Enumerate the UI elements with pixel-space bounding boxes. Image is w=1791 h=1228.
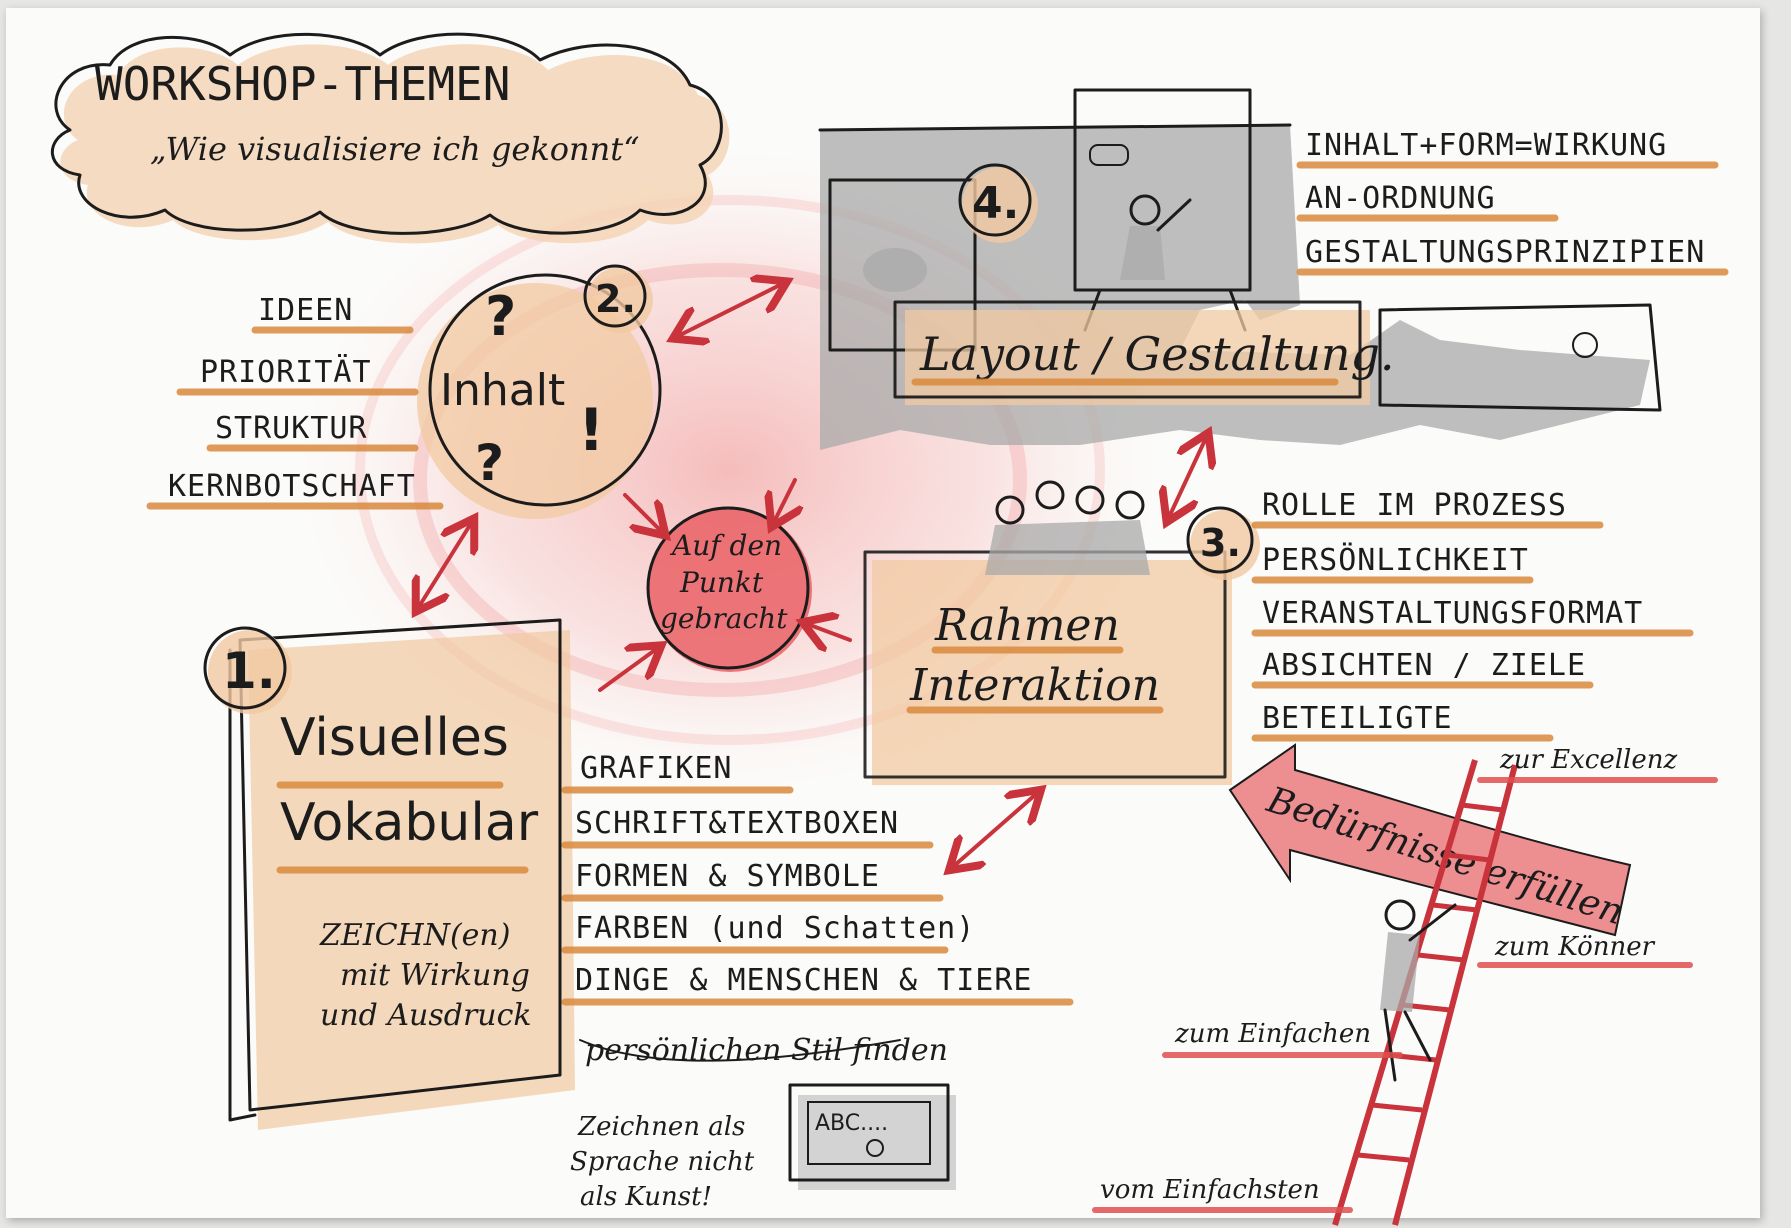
topic1-item-formen: FORMEN & SYMBOLE (575, 859, 880, 894)
topic3-item-beteiligte: BETEILIGTE (1262, 701, 1453, 736)
topic1-number: 1. (222, 642, 276, 700)
topic3-title-line2: Interaktion (909, 660, 1160, 711)
topic4-item-gestaltungsprinzipien: GESTALTUNGSPRINZIPIEN (1305, 235, 1705, 270)
topic4-group: 4. Layout / Gestaltung. INHALT+FORM=WIRK… (818, 88, 1729, 450)
topic3-group: Rahmen Interaktion 3. ROLLE IM PROZESS P… (863, 480, 1694, 785)
topic1-body-line3: und Ausdruck (320, 998, 532, 1033)
center-group: Auf den Punkt gebracht (598, 478, 852, 692)
topic1-quote-line1: Zeichnen als (577, 1112, 745, 1142)
title-subtitle: „Wie visualisiere ich gekonnt“ (150, 130, 639, 168)
topic1-item-dinge: DINGE & MENSCHEN & TIERE (575, 963, 1032, 998)
center-line3: gebracht (660, 602, 788, 635)
connection-arrows (420, 285, 1205, 865)
topic1-quote-line2: Sprache nicht (570, 1147, 755, 1177)
ladder-step-einfachsten: vom Einfachsten (1100, 1175, 1320, 1205)
ladder-step-koenner: zum Könner (1494, 932, 1656, 962)
topic3-item-persoenlichkeit: PERSÖNLICHKEIT (1262, 542, 1529, 578)
center-line2: Punkt (679, 566, 764, 599)
question-mark-icon: ? (485, 285, 516, 348)
topic1-quote-line3: als Kunst! (580, 1182, 712, 1212)
title-heading: WORKSHOP-THEMEN (95, 57, 510, 111)
topic4-item-inhalt-form: INHALT+FORM=WIRKUNG (1305, 128, 1667, 163)
topic3-item-absichten: ABSICHTEN / ZIELE (1262, 648, 1586, 683)
topic1-body-line1: ZEICHN(en) (319, 918, 510, 953)
topic2-title: Inhalt (440, 365, 565, 416)
topic3-title-line1: Rahmen (934, 600, 1120, 651)
topic1-sign-text: ABC.... (815, 1111, 888, 1136)
topic1-item-grafiken: GRAFIKEN (580, 751, 733, 786)
topic2-item-kernbotschaft: KERNBOTSCHAFT (168, 469, 416, 504)
topic2-item-ideen: IDEEN (258, 293, 353, 328)
topic1-style-note: persönlichen Stil finden (585, 1033, 948, 1068)
topic2-number: 2. (595, 277, 636, 321)
topic1-item-schrift: SCHRIFT&TEXTBOXEN (575, 806, 899, 841)
topic4-item-an-ordnung: AN-ORDNUNG (1305, 181, 1496, 216)
red-swirl-outer (355, 195, 1105, 745)
red-swirl (413, 263, 1027, 697)
topic1-group: 1. Visuelles Vokabular ZEICHN(en) mit Wi… (203, 618, 1074, 1212)
topic2-item-struktur: STRUKTUR (215, 411, 368, 446)
topic3-item-rolle: ROLLE IM PROZESS (1262, 488, 1567, 523)
topic3-number: 3. (1200, 521, 1241, 565)
topic1-title-line1: Visuelles (280, 708, 509, 768)
center-line1: Auf den (669, 529, 782, 562)
title-cloud: WORKSHOP-THEMEN „Wie visualisiere ich ge… (51, 32, 730, 244)
topic4-title: Layout / Gestaltung. (919, 327, 1395, 381)
topic2-group: Inhalt ? ? ! 2. IDEEN PRIORITÄT STRUKTUR… (146, 264, 662, 519)
topic4-number: 4. (972, 178, 1019, 229)
topic1-title-line2: Vokabular (280, 793, 539, 853)
topic1-body-line2: mit Wirkung (340, 958, 530, 993)
topic1-item-farben: FARBEN (und Schatten) (575, 911, 975, 946)
topic3-item-veranstaltungsformat: VERANSTALTUNGSFORMAT (1262, 596, 1643, 631)
ladder-step-excellenz: zur Excellenz (1499, 745, 1677, 775)
exclamation-icon: ! (578, 396, 604, 464)
question-mark-icon-2: ? (475, 434, 504, 492)
ladder-group: Bedürfnisse erfüllen zur Excellenz zum K… (1092, 743, 1718, 1226)
topic2-item-prioritaet: PRIORITÄT (200, 354, 372, 390)
ladder-step-einfachen: zum Einfachen (1174, 1019, 1371, 1049)
